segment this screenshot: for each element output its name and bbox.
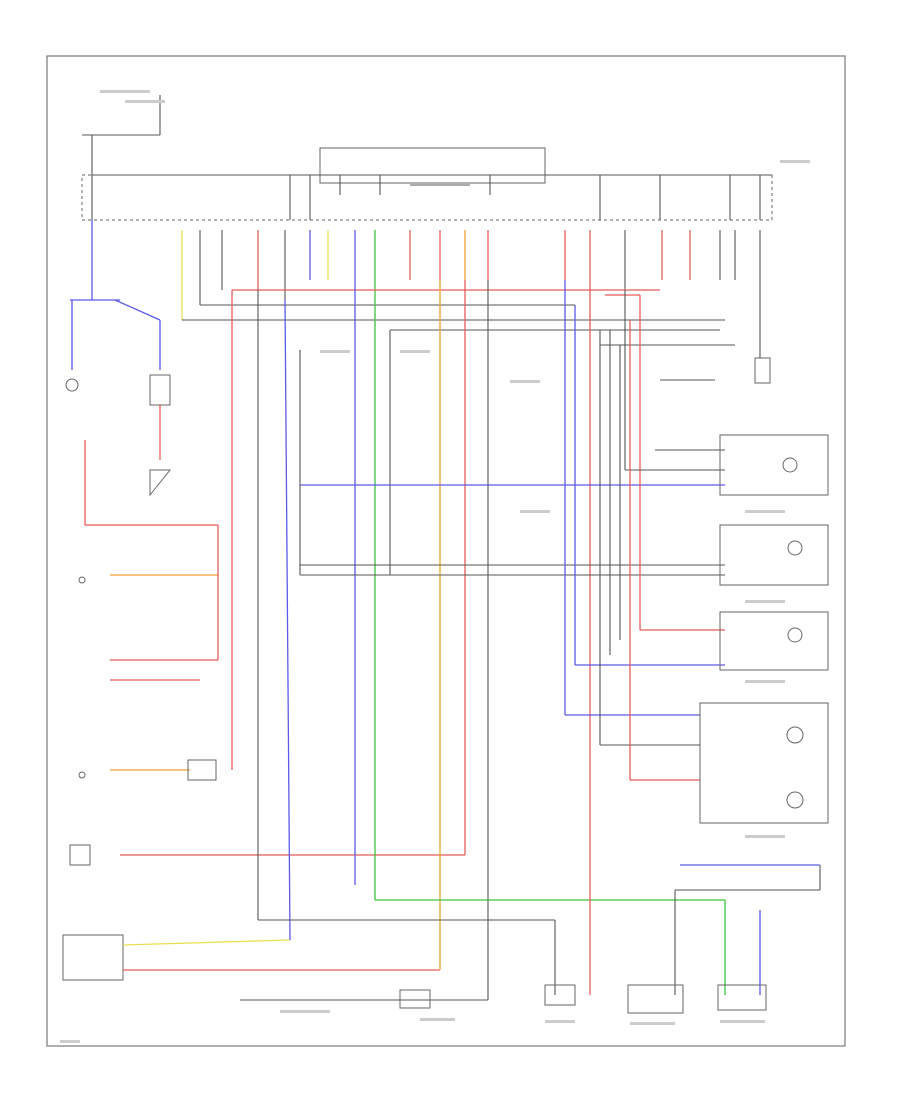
switch-icon xyxy=(78,771,86,779)
luggage-switch-icon xyxy=(149,469,172,497)
junction-block xyxy=(81,95,773,221)
unit-box-2 xyxy=(719,524,829,586)
unit-box-4 xyxy=(699,702,829,824)
harness-lines xyxy=(182,289,735,346)
switch-icon xyxy=(78,576,86,584)
connector-pins xyxy=(91,220,761,320)
signal-bus xyxy=(300,280,821,995)
luggage-light-icon xyxy=(65,378,79,392)
bottom-connectors xyxy=(240,984,767,1014)
right-units xyxy=(660,280,829,824)
diagram-frame xyxy=(46,55,846,1047)
left-devices xyxy=(62,290,465,981)
label-marks xyxy=(60,90,810,1043)
center-feeds xyxy=(257,280,726,1000)
unit-box-1 xyxy=(719,434,829,496)
unit-box-3 xyxy=(719,611,829,671)
